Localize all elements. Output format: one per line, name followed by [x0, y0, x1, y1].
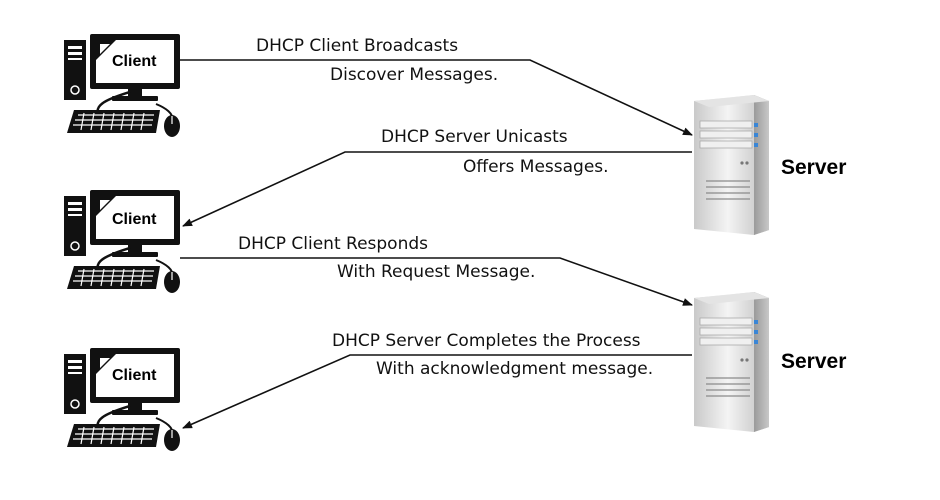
client-computer-1	[62, 32, 182, 139]
client-label: Client	[112, 211, 157, 228]
message-ack-line2: With acknowledgment message.	[376, 359, 654, 379]
client-label: Client	[112, 53, 157, 70]
client-computer-2	[62, 188, 182, 295]
message-request-line2: With Request Message.	[337, 262, 536, 282]
message-discover-line2: Discover Messages.	[330, 65, 499, 85]
message-offer-line2: Offers Messages.	[463, 157, 609, 177]
server-label: Server	[781, 156, 847, 179]
client-computer-3	[62, 346, 182, 453]
arrow-request	[180, 257, 693, 306]
server-label: Server	[781, 350, 847, 373]
server-1	[693, 94, 770, 236]
message-discover-line1: DHCP Client Broadcasts	[256, 36, 459, 56]
arrow-ack	[182, 354, 692, 429]
message-request-line1: DHCP Client Responds	[238, 234, 428, 254]
client-label: Client	[112, 367, 157, 384]
message-offer-line1: DHCP Server Unicasts	[381, 127, 568, 147]
message-ack-line1: DHCP Server Completes the Process	[332, 331, 641, 351]
arrow-offer	[182, 151, 692, 227]
server-2	[693, 291, 770, 433]
arrow-discover	[180, 59, 693, 136]
